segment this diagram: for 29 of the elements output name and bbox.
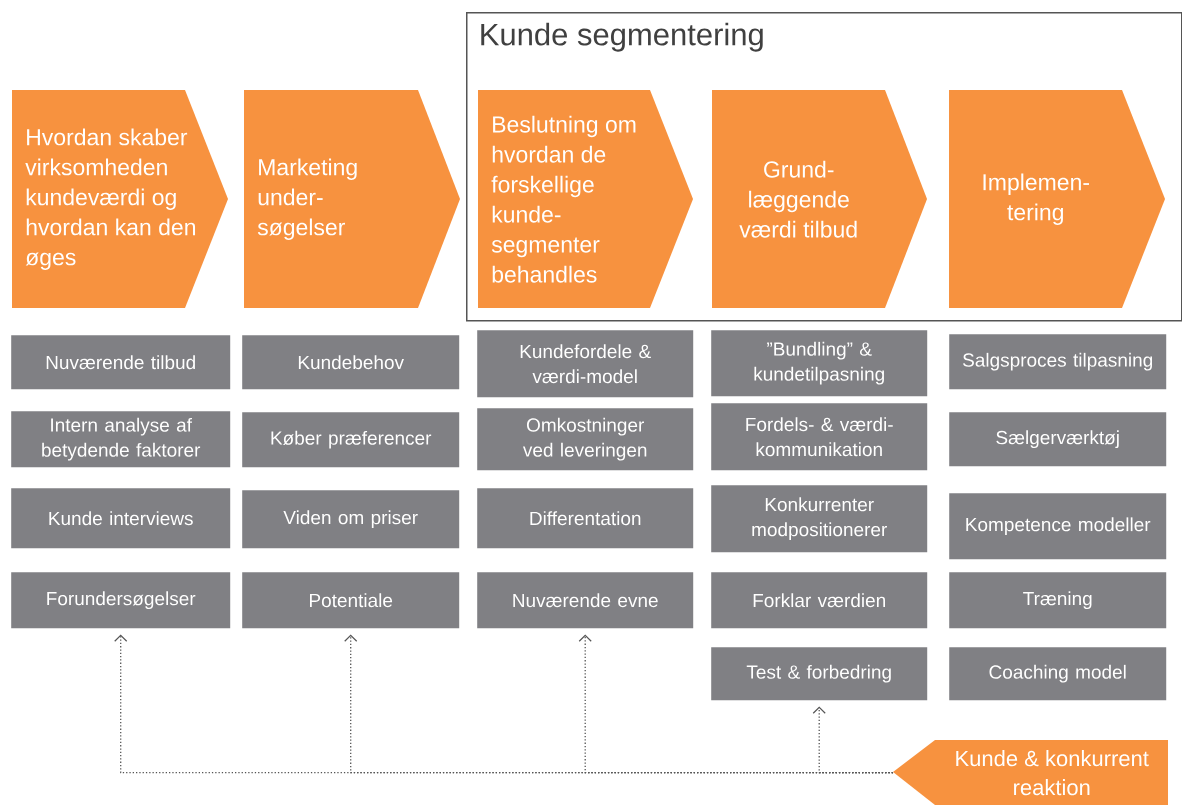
activity-box: Intern analyse af betydende faktorer xyxy=(11,411,231,468)
activity-box: Nuværende tilbud xyxy=(11,335,231,390)
step-banner: Kunde & konkurrent reaktion xyxy=(893,740,1168,805)
activity-box: Nuværende evne xyxy=(477,572,694,629)
activity-box: Kundefordele & værdi-model xyxy=(477,330,694,398)
activity-box: Salgsproces tilpasning xyxy=(949,334,1167,390)
activity-box: Omkostninger ved leveringen xyxy=(477,408,694,471)
activity-box: Træning xyxy=(949,572,1167,629)
dotted-arrow xyxy=(812,706,894,774)
activity-box: Forundersøgelser xyxy=(11,572,231,629)
activity-box: ”Bundling” & kundetilpasning xyxy=(711,330,928,397)
activity-box: Køber præferencer xyxy=(242,412,460,468)
step-banner: Beslutning om hvordan de forskellige kunde-segmenter behandles xyxy=(478,90,693,308)
step-banner: Hvordan skaber virksomheden kundeværdi og hvordan kan den øges xyxy=(12,90,228,308)
activity-box: Forklar værdien xyxy=(711,572,928,629)
step-banner: Marketing under-søgelser xyxy=(244,90,460,308)
activity-box: Coaching model xyxy=(949,647,1167,701)
activity-box: Test & forbedring xyxy=(711,647,928,701)
activity-box: Kundebehov xyxy=(242,335,460,390)
activity-box: Kunde interviews xyxy=(11,488,231,549)
activity-box: Potentiale xyxy=(242,572,460,629)
activity-box: Differentation xyxy=(477,488,694,549)
activity-box: Fordels- & værdi-kommunikation xyxy=(711,403,928,471)
step-banner: Implemen-tering xyxy=(949,90,1165,308)
activity-box: Sælgerværktøj xyxy=(949,412,1167,467)
activity-box: Viden om priser xyxy=(242,490,460,549)
step-banner: Grund-læggende værdi tilbud xyxy=(712,90,927,308)
activity-box: Kompetence modeller xyxy=(949,493,1167,560)
activity-box: Konkurrenter modpositionerer xyxy=(711,485,928,553)
